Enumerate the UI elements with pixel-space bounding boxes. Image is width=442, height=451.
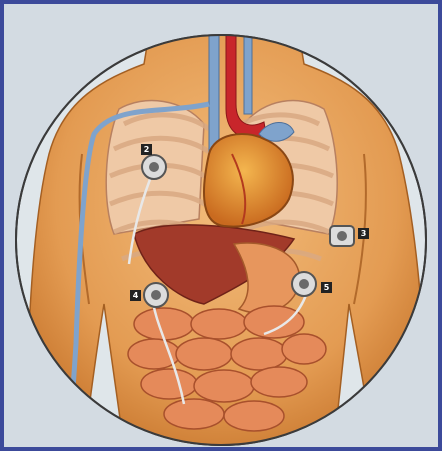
electrode-5-label: 5: [324, 283, 330, 292]
jugular-vein-left: [244, 4, 252, 114]
electrode-3-label: 3: [361, 229, 367, 238]
electrode-4-label: 4: [133, 291, 139, 300]
torso-anatomy-illustration: 2 3 4 5: [4, 4, 438, 447]
electrode-2-label: 2: [144, 145, 150, 154]
